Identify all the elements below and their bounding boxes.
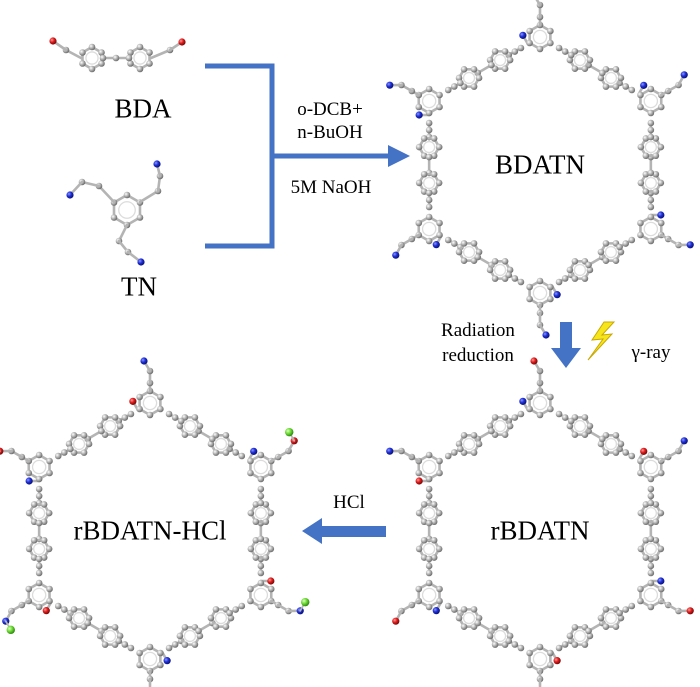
radiation-arrow (551, 322, 581, 368)
label-bda: BDA (114, 93, 172, 124)
bda-molecule (49, 37, 186, 73)
rbdatn-hcl-framework (0, 357, 310, 687)
tn-molecule (66, 160, 164, 266)
hcl-arrow (302, 518, 386, 544)
label-solvent-2: n-BuOH (297, 122, 363, 143)
label-gamma-ray: γ-ray (631, 342, 671, 363)
rbdatn-framework (386, 357, 694, 687)
bdatn-framework (386, 0, 694, 339)
label-solvent-1: o-DCB+ (297, 99, 363, 120)
lightning-bolt-icon (587, 321, 616, 361)
label-tn: TN (121, 271, 157, 302)
label-radiation-1: Radiation (441, 320, 515, 341)
synthesis-arrow (205, 63, 410, 249)
label-rbdatn-hcl: rBDATN-HCl (73, 515, 227, 546)
label-rbdatn: rBDATN (490, 515, 590, 546)
label-catalyst: 5M NaOH (290, 177, 372, 198)
label-hcl: HCl (333, 492, 365, 513)
label-bdatn: BDATN (494, 149, 586, 180)
label-radiation-2: reduction (442, 345, 514, 366)
